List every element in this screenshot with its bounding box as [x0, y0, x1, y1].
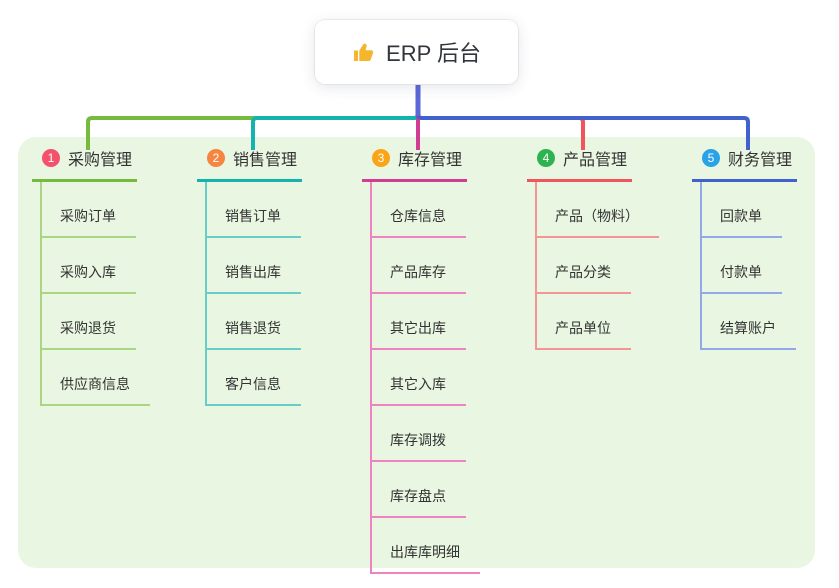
branch-1-children: 采购订单 采购入库 采购退货 供应商信息 — [40, 182, 150, 406]
branch-3-title[interactable]: 3 库存管理 — [362, 146, 467, 182]
child-topic[interactable]: 产品分类 — [537, 238, 631, 294]
branch-1-label: 采购管理 — [68, 152, 133, 169]
child-topic[interactable]: 产品库存 — [372, 238, 466, 294]
child-topic[interactable]: 回款单 — [702, 182, 782, 238]
child-topic[interactable]: 产品单位 — [537, 294, 631, 350]
branch-4-node: 4 产品管理 产品（物料） 产品分类 产品单位 — [527, 146, 659, 350]
branch-4-children: 产品（物料） 产品分类 产品单位 — [535, 182, 659, 350]
branch-1-node: 1 采购管理 采购订单 采购入库 采购退货 供应商信息 — [32, 146, 150, 406]
branch-3-label: 库存管理 — [398, 152, 463, 169]
branch-2-node: 2 销售管理 销售订单 销售出库 销售退货 客户信息 — [197, 146, 307, 406]
child-topic[interactable]: 出库库明细 — [372, 518, 480, 574]
branches-panel — [18, 137, 815, 568]
child-topic[interactable]: 销售出库 — [207, 238, 301, 294]
branch-4-title[interactable]: 4 产品管理 — [527, 146, 632, 182]
branch-1-title[interactable]: 1 采购管理 — [32, 146, 137, 182]
thumbs-up-icon — [352, 40, 376, 64]
child-topic[interactable]: 付款单 — [702, 238, 782, 294]
branch-3-children: 仓库信息 产品库存 其它出库 其它入库 库存调拨 库存盘点 出库库明细 — [370, 182, 480, 574]
branch-5-badge: 5 — [702, 149, 720, 167]
branch-2-title[interactable]: 2 销售管理 — [197, 146, 302, 182]
branch-4-badge: 4 — [537, 149, 555, 167]
child-topic[interactable]: 销售订单 — [207, 182, 301, 238]
root-title: ERP 后台 — [386, 41, 481, 66]
child-topic[interactable]: 采购入库 — [42, 238, 136, 294]
child-topic[interactable]: 库存调拨 — [372, 406, 466, 462]
child-topic[interactable]: 采购订单 — [42, 182, 136, 238]
root-node[interactable]: ERP 后台 — [315, 20, 518, 84]
child-topic[interactable]: 其它出库 — [372, 294, 466, 350]
branch-1-badge: 1 — [42, 149, 60, 167]
branch-3-node: 3 库存管理 仓库信息 产品库存 其它出库 其它入库 库存调拨 库存盘点 出库库… — [362, 146, 480, 574]
child-topic[interactable]: 库存盘点 — [372, 462, 466, 518]
branch-4-label: 产品管理 — [563, 152, 628, 169]
branch-2-label: 销售管理 — [233, 152, 298, 169]
branch-3-badge: 3 — [372, 149, 390, 167]
child-topic[interactable]: 其它入库 — [372, 350, 466, 406]
child-topic[interactable]: 供应商信息 — [42, 350, 150, 406]
branch-2-children: 销售订单 销售出库 销售退货 客户信息 — [205, 182, 307, 406]
branch-5-title[interactable]: 5 财务管理 — [692, 146, 797, 182]
branch-5-label: 财务管理 — [728, 152, 793, 169]
branch-5-children: 回款单 付款单 结算账户 — [700, 182, 802, 350]
child-topic[interactable]: 客户信息 — [207, 350, 301, 406]
branch-5-node: 5 财务管理 回款单 付款单 结算账户 — [692, 146, 802, 350]
child-topic[interactable]: 产品（物料） — [537, 182, 659, 238]
branch-2-badge: 2 — [207, 149, 225, 167]
child-topic[interactable]: 销售退货 — [207, 294, 301, 350]
child-topic[interactable]: 仓库信息 — [372, 182, 466, 238]
child-topic[interactable]: 结算账户 — [702, 294, 796, 350]
child-topic[interactable]: 采购退货 — [42, 294, 136, 350]
